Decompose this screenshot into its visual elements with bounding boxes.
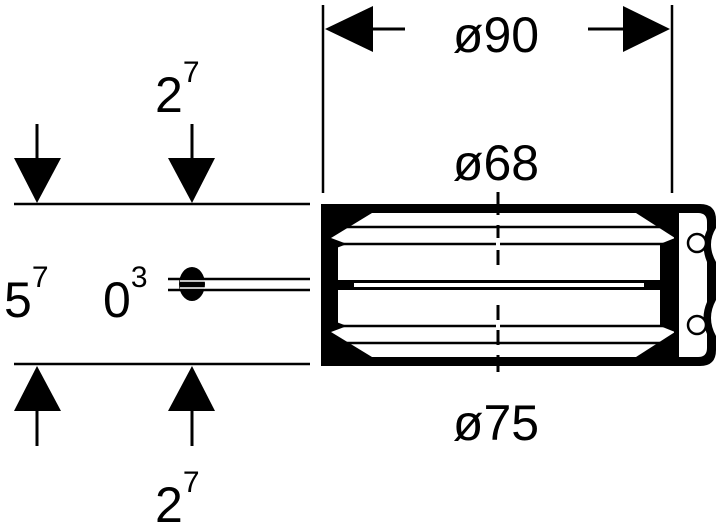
overall-height-label: 57	[4, 261, 49, 328]
outer-diameter-label: ø90	[453, 7, 539, 63]
top-thickness-arrows	[14, 124, 215, 203]
gap-marker	[168, 267, 310, 301]
bottom-thickness-arrows	[14, 366, 215, 446]
gap-label: 03	[103, 261, 148, 328]
arrow-right-icon	[623, 6, 670, 52]
seal-profile	[321, 204, 716, 366]
inner-diameter-label: ø68	[453, 135, 539, 191]
outer-diameter-dimension: ø90	[321, 5, 674, 193]
arrow-left-icon	[325, 6, 373, 52]
top-thickness-label: 27	[155, 56, 200, 123]
mount-hole-icon	[686, 314, 708, 336]
arrow-up-icon	[168, 366, 215, 411]
arrow-down-icon	[168, 158, 215, 203]
bore-diameter-label: ø75	[453, 395, 539, 451]
arrow-down-icon	[14, 158, 61, 203]
arrow-up-icon	[14, 366, 61, 411]
bottom-thickness-label: 27	[155, 466, 200, 529]
mount-hole-icon	[686, 232, 708, 254]
gap-dot-icon	[179, 267, 205, 301]
